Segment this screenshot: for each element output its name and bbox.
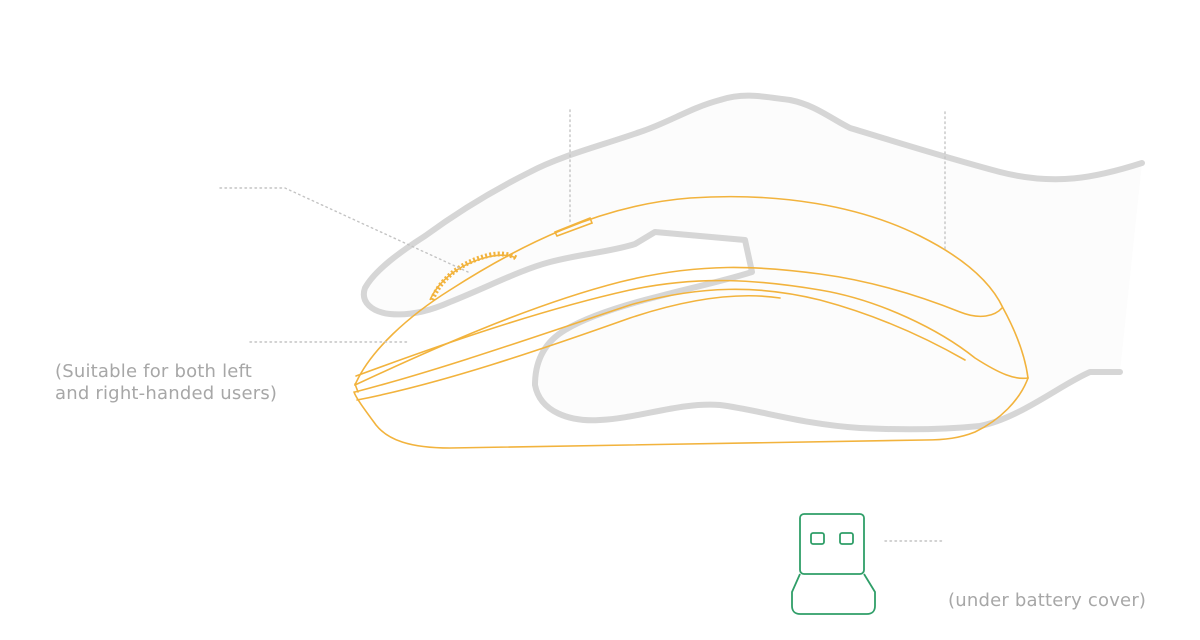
mouse-left-button: [354, 266, 1003, 386]
usb-receiver-slot-right: [839, 532, 854, 545]
mouse-front-seam: [354, 383, 359, 393]
leader-line-scroll-wheel: [219, 187, 469, 273]
usb-receiver-connector: [799, 513, 865, 575]
mouse-outline: [353, 195, 1029, 449]
mouse-top-shell: [354, 195, 1029, 386]
hand-shape: [360, 92, 1145, 433]
usb-receiver: [791, 513, 876, 615]
receiver-caption: (under battery cover): [948, 590, 1147, 611]
mouse-shell-bottom: [353, 377, 1029, 449]
usb-receiver-body: [791, 573, 876, 615]
handedness-caption-line-1: (Suitable for both left: [55, 361, 253, 382]
dpi-button: [553, 216, 594, 237]
handedness-caption: (Suitable for both left and right-handed…: [55, 361, 277, 405]
mouse-side-edge-3: [356, 294, 781, 401]
mouse-side-edge-2: [354, 288, 966, 393]
leader-lines: [219, 109, 946, 542]
mouse-side-edge-1: [355, 279, 1029, 380]
scroll-wheel: [429, 251, 518, 302]
usb-receiver-slot-left: [810, 532, 825, 545]
handedness-caption-line-2: and right-handed users): [55, 383, 278, 404]
hand-outline: [360, 92, 1145, 433]
